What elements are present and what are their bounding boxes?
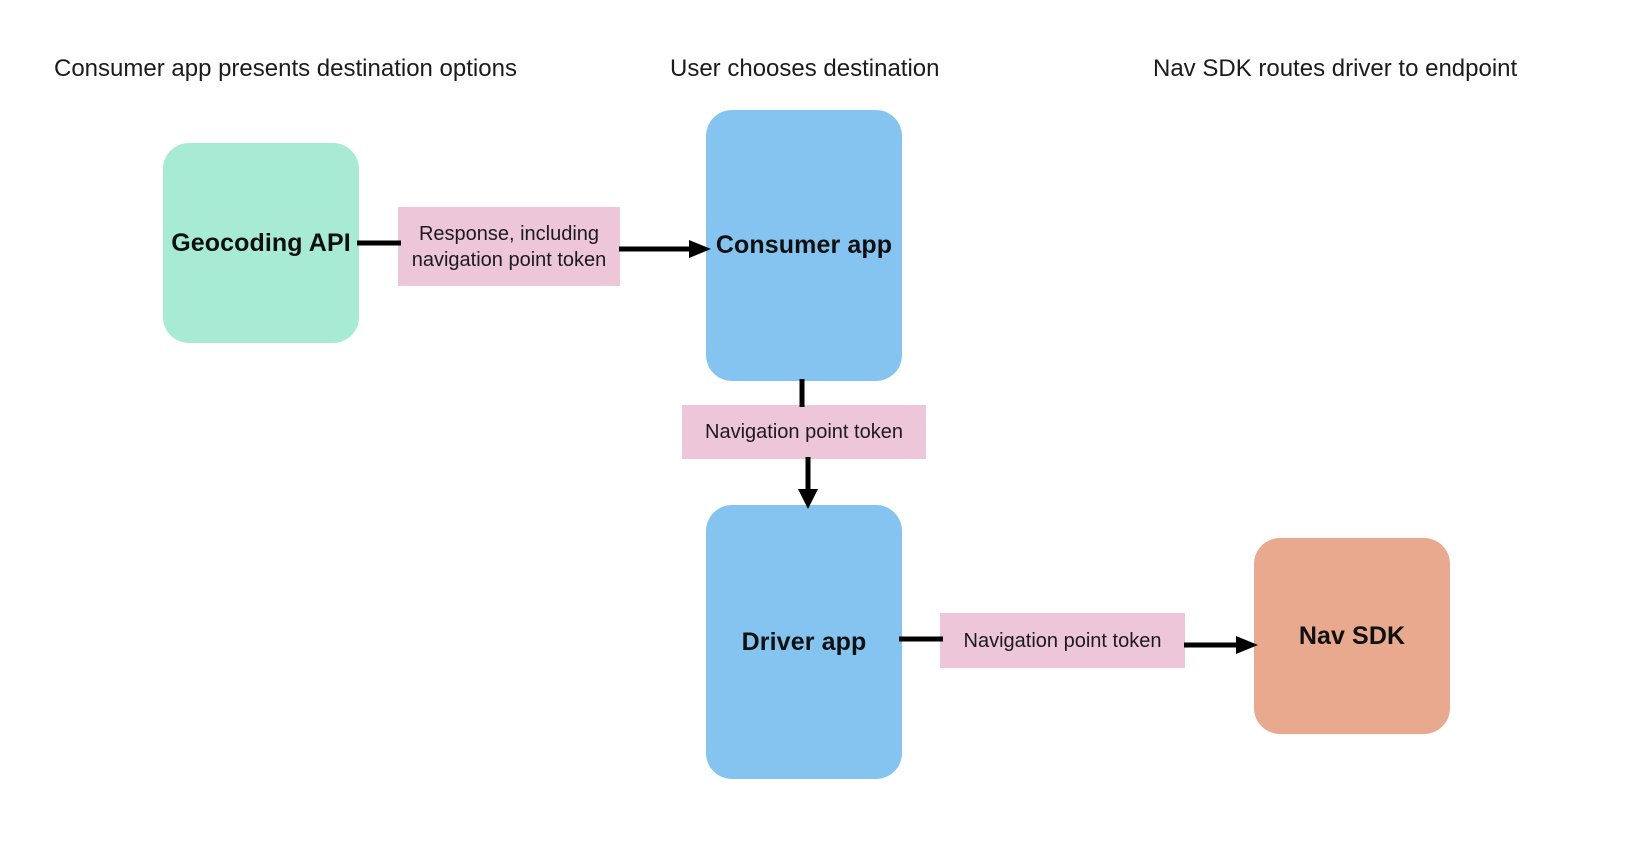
node-driver-app-label: Driver app — [741, 627, 867, 656]
connector-consumer-app-to-navigation-token-label — [797, 379, 807, 407]
node-nav-sdk[interactable]: Nav SDK — [1254, 538, 1450, 734]
connector-driver-app-to-navigation-token-label — [899, 634, 943, 644]
edge-label-response-including-navigation-point-token: Response, including navigation point tok… — [398, 207, 620, 286]
edge-label-response-text: Response, including navigation point tok… — [411, 222, 607, 271]
arrowhead-icon — [689, 240, 711, 258]
node-nav-sdk-label: Nav SDK — [1298, 621, 1406, 650]
node-geocoding-api[interactable]: Geocoding API — [163, 143, 359, 343]
connector-response-label-to-consumer-app — [619, 238, 711, 260]
node-consumer-app-label: Consumer app — [715, 231, 893, 259]
edge-label-navigation-point-token-text-2: Navigation point token — [963, 629, 1162, 652]
connector-geocoding-api-to-response-label — [357, 238, 401, 248]
node-consumer-app[interactable]: Consumer app — [706, 110, 902, 381]
column-header-consumer-app-presents: Consumer app presents destination option… — [54, 55, 517, 82]
edge-label-navigation-point-token-consumer-to-driver: Navigation point token — [682, 405, 926, 459]
edge-label-navigation-point-token-driver-to-nav-sdk: Navigation point token — [940, 613, 1185, 668]
column-header-user-chooses-destination: User chooses destination — [670, 55, 940, 82]
column-header-nav-sdk-routes-driver: Nav SDK routes driver to endpoint — [1153, 55, 1518, 82]
connector-navigation-token-label-to-nav-sdk — [1184, 634, 1258, 656]
edge-label-navigation-point-token-text-1: Navigation point token — [705, 421, 903, 443]
node-geocoding-api-label: Geocoding API — [171, 228, 351, 257]
connector-navigation-token-label-to-driver-app — [797, 457, 819, 509]
node-driver-app[interactable]: Driver app — [706, 505, 902, 779]
arrowhead-icon — [798, 489, 818, 509]
arrowhead-icon — [1236, 636, 1258, 654]
